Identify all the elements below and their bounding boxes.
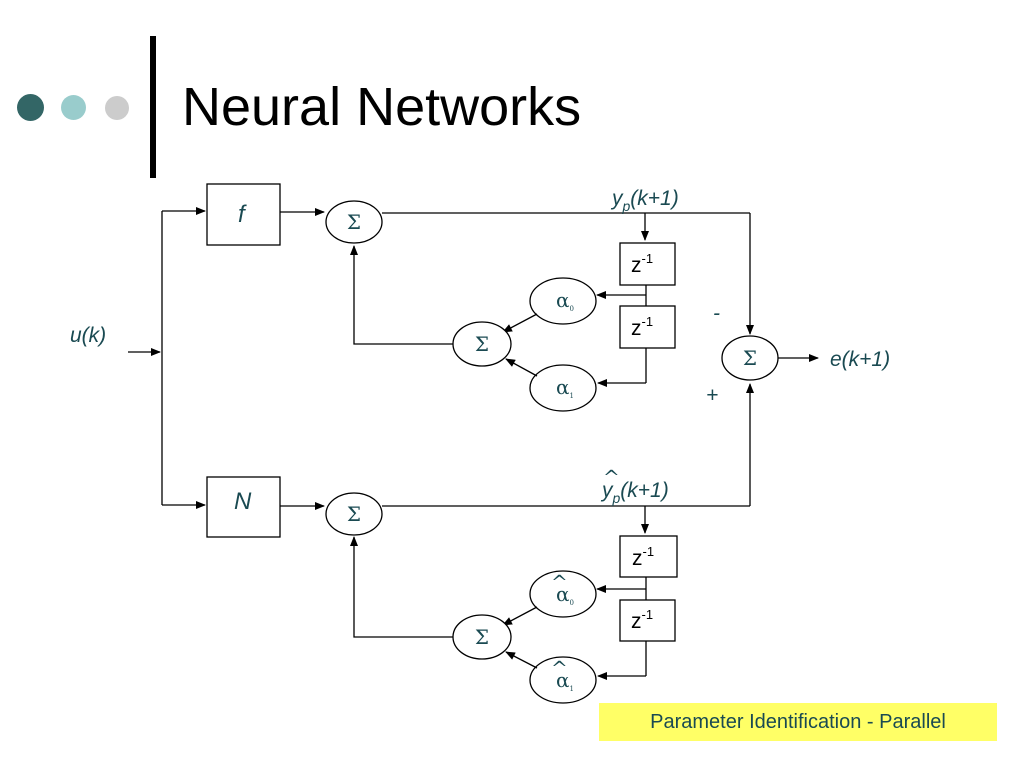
arrow-alpha1-to-sum	[505, 358, 538, 377]
caption-box: Parameter Identification - Parallel	[599, 703, 997, 741]
block-n	[206, 476, 281, 538]
delay-block-top2	[619, 305, 676, 349]
slide-title: Neural Networks	[182, 77, 582, 137]
sum-symbol-bottom: Σ	[347, 502, 361, 526]
alpha1-hat-label: α1	[556, 668, 574, 693]
delay-label-top2: z-1	[631, 314, 653, 340]
alpha0-label: α0	[556, 288, 574, 313]
arrow-alpha0-hat-to-sum	[502, 606, 538, 626]
sum-node-top	[325, 200, 383, 244]
error-label: e(k+1)	[830, 348, 890, 371]
delay-block-bottom2	[619, 599, 676, 642]
alpha1-hat-gain	[529, 656, 597, 704]
delay-block-top1	[619, 242, 676, 286]
feedback-line-bottom	[350, 536, 453, 638]
feedback-line-top	[350, 245, 453, 345]
decor-dot-teal	[61, 95, 86, 120]
sum-symbol-top: Σ	[347, 210, 361, 234]
minus-sign: -	[713, 302, 720, 325]
sum-symbol-error: Σ	[743, 346, 757, 370]
sum-symbol-feedback-top: Σ	[475, 332, 489, 356]
block-f-label: f	[238, 201, 247, 228]
delay-label-bottom1: z-1	[632, 544, 654, 570]
sum-symbol-feedback-bottom: Σ	[475, 625, 489, 649]
alpha0-gain	[529, 277, 597, 325]
model-output-hat-mark: ^	[603, 465, 620, 489]
decor-dot-gray	[105, 96, 129, 120]
model-output-label: yp(k+1)	[600, 479, 669, 506]
alpha1-hat-mark: ^	[551, 656, 568, 680]
arrow-alpha1-hat-to-sum	[505, 651, 538, 669]
plus-sign: +	[706, 384, 718, 407]
delay-label-bottom2: z-1	[631, 607, 653, 633]
block-f	[206, 183, 281, 246]
plant-output-label: yp(k+1)	[610, 187, 679, 214]
sum-node-bottom	[325, 492, 383, 536]
delay-block-bottom1	[619, 535, 678, 578]
alpha0-hat-mark: ^	[551, 570, 568, 594]
delay-label-top1: z-1	[631, 251, 653, 277]
alpha1-label: α1	[556, 375, 574, 400]
decor-dot-dark	[17, 94, 44, 121]
block-n-label: N	[234, 488, 252, 515]
input-label: u(k)	[70, 324, 106, 347]
arrow-alpha0-to-sum	[502, 313, 538, 333]
alpha1-gain	[529, 364, 597, 412]
alpha0-hat-gain	[529, 570, 597, 618]
alpha0-hat-label: α0	[556, 582, 574, 607]
title-divider	[150, 36, 156, 178]
